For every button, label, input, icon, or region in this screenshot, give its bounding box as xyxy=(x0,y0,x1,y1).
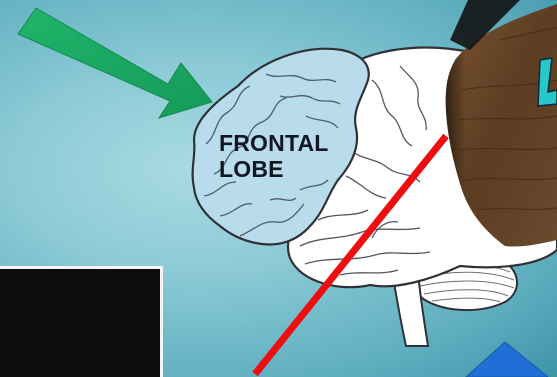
black-panel xyxy=(0,266,163,377)
green-arrow-icon xyxy=(18,8,212,118)
blue-shape xyxy=(466,342,548,377)
